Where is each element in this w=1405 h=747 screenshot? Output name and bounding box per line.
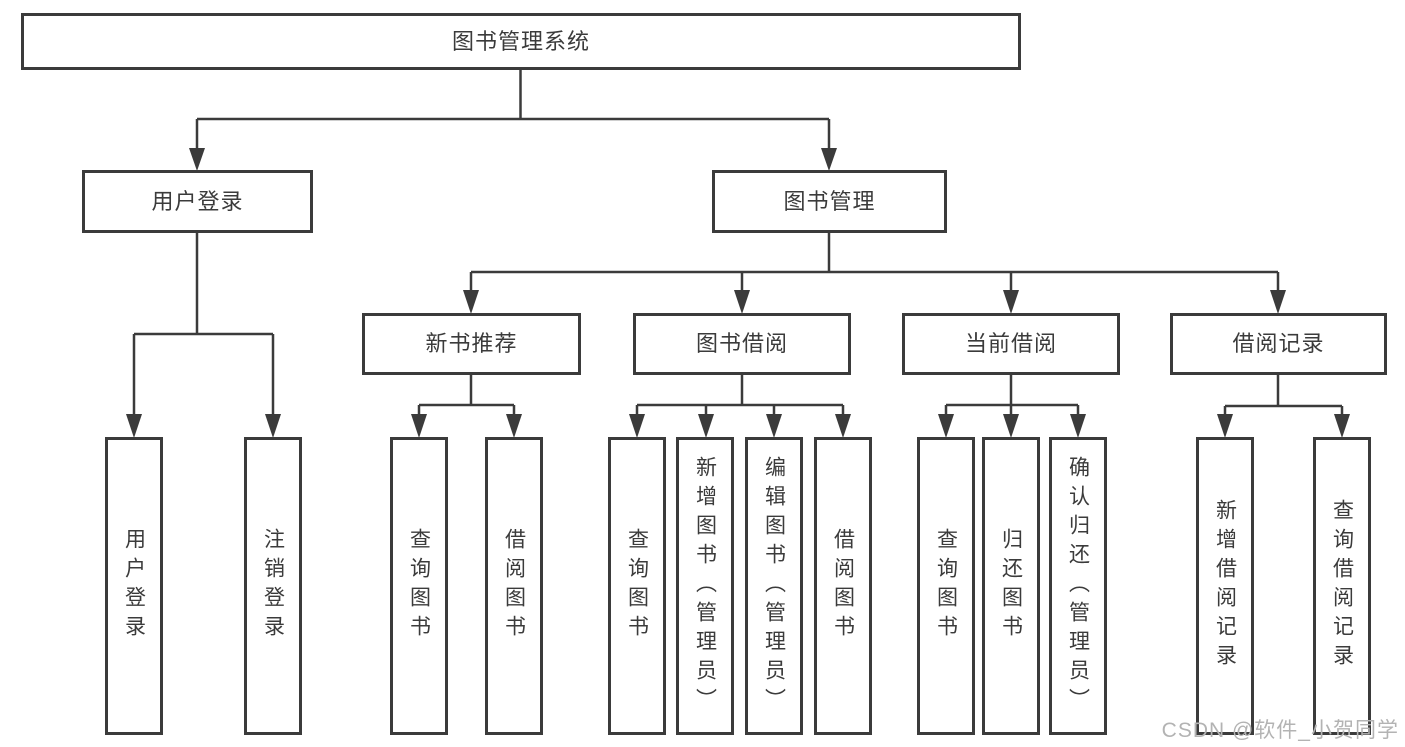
connector-new-book-rec-branch bbox=[411, 375, 522, 438]
leaf-add-borrow-record: 新增借阅记录 bbox=[1196, 437, 1254, 735]
connector-book-mgmt-to-level3 bbox=[463, 233, 1286, 314]
leaf-add-books-admin: 新增图书（管理员） bbox=[676, 437, 734, 735]
node-label: 图书借阅 bbox=[695, 331, 788, 356]
node-label: 查询图书 bbox=[934, 528, 958, 644]
node-label: 用户登录 bbox=[122, 528, 146, 644]
leaf-borrow-books: 借阅图书 bbox=[814, 437, 872, 735]
node-label: 注销登录 bbox=[261, 528, 285, 644]
node-borrowing-records: 借阅记录 bbox=[1170, 313, 1387, 375]
node-user-login: 用户登录 bbox=[82, 170, 313, 233]
node-current-borrowing: 当前借阅 bbox=[902, 313, 1120, 375]
leaf-query-books-recommend: 查询图书 bbox=[390, 437, 448, 735]
leaf-return-books: 归还图书 bbox=[982, 437, 1040, 735]
node-label: 归还图书 bbox=[999, 528, 1023, 644]
node-book-management: 图书管理 bbox=[712, 170, 947, 233]
node-system-root: 图书管理系统 bbox=[21, 13, 1021, 70]
leaf-logout: 注销登录 bbox=[244, 437, 302, 735]
connector-user-login-branch bbox=[126, 233, 281, 438]
leaf-query-books-borrowing: 查询图书 bbox=[608, 437, 666, 735]
node-label: 新增借阅记录 bbox=[1213, 499, 1237, 673]
node-label: 查询图书 bbox=[625, 528, 649, 644]
leaf-query-books-current: 查询图书 bbox=[917, 437, 975, 735]
node-label: 确认归还（管理员） bbox=[1066, 455, 1090, 717]
leaf-edit-books-admin: 编辑图书（管理员） bbox=[745, 437, 803, 735]
node-label: 查询借阅记录 bbox=[1330, 499, 1354, 673]
node-label: 当前借阅 bbox=[964, 331, 1057, 356]
leaf-confirm-return-admin: 确认归还（管理员） bbox=[1049, 437, 1107, 735]
connector-root-to-level2 bbox=[189, 70, 837, 171]
node-label: 编辑图书（管理员） bbox=[762, 455, 786, 717]
node-label: 借阅图书 bbox=[502, 528, 526, 644]
node-label: 新增图书（管理员） bbox=[693, 455, 717, 717]
leaf-user-login: 用户登录 bbox=[105, 437, 163, 735]
node-label: 借阅记录 bbox=[1232, 331, 1325, 356]
leaf-borrow-books-recommend: 借阅图书 bbox=[485, 437, 543, 735]
connector-book-borrow-branch bbox=[629, 375, 851, 438]
connector-borrow-record-branch bbox=[1217, 375, 1350, 438]
node-label: 用户登录 bbox=[151, 188, 244, 214]
node-label: 借阅图书 bbox=[831, 528, 855, 644]
node-label: 图书管理 bbox=[783, 188, 876, 214]
leaf-query-borrow-record: 查询借阅记录 bbox=[1313, 437, 1371, 735]
node-label: 新书推荐 bbox=[425, 331, 518, 356]
connector-current-borrow-branch bbox=[938, 375, 1086, 438]
node-label: 查询图书 bbox=[407, 528, 431, 644]
node-new-book-recommend: 新书推荐 bbox=[362, 313, 581, 375]
node-label: 图书管理系统 bbox=[451, 28, 590, 54]
node-book-borrowing: 图书借阅 bbox=[633, 313, 851, 375]
